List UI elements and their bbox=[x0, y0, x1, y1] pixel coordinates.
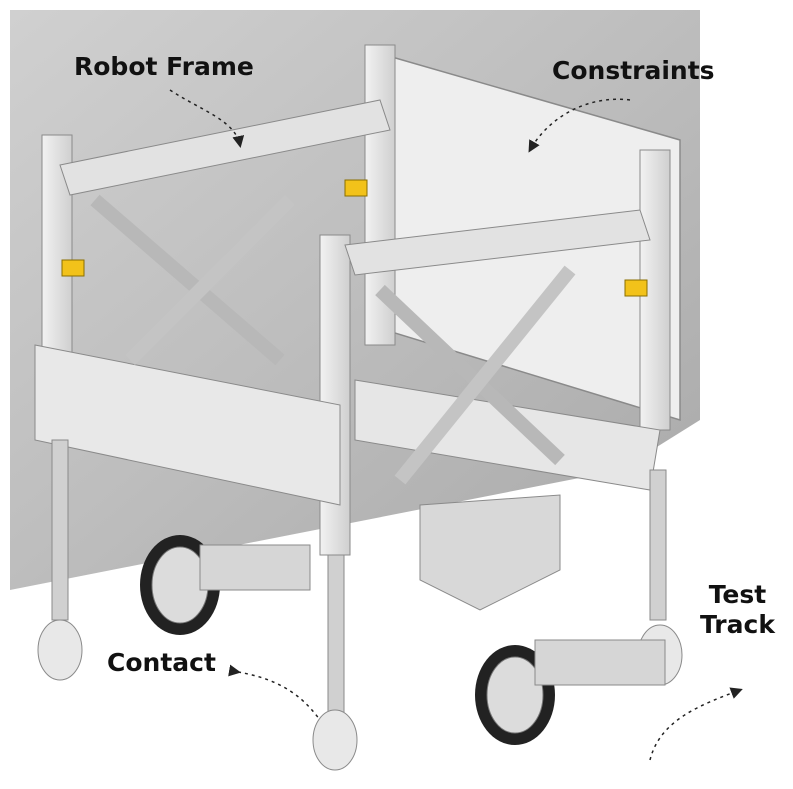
robot-frame-pointer bbox=[169, 89, 245, 148]
test-track-pointer bbox=[649, 687, 743, 761]
constraint-blocks bbox=[61, 179, 648, 297]
right-frame bbox=[344, 209, 661, 491]
test-track-label-line1: Test bbox=[708, 580, 767, 609]
constraints-pointer bbox=[528, 98, 631, 153]
test-track-label: Test Track bbox=[700, 580, 775, 640]
constraints-label: Constraints bbox=[552, 56, 715, 85]
left-frame bbox=[34, 99, 391, 556]
robot-frame-label: Robot Frame bbox=[74, 52, 254, 81]
test-track-label-line2: Track bbox=[700, 610, 775, 639]
contact-label: Contact bbox=[107, 648, 216, 677]
center-lower-body bbox=[419, 494, 561, 611]
drive-wheels bbox=[140, 535, 666, 745]
contact-pointer bbox=[228, 664, 321, 721]
